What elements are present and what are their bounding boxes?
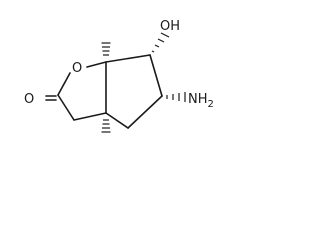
hydroxyl-label: OH: [160, 19, 180, 34]
hashed-bond-amino: [166, 92, 186, 102]
amino-label: NH2: [188, 92, 214, 110]
ring-oxygen-label: O: [72, 61, 82, 76]
bond-carbinol-aminocarbon: [149, 54, 163, 97]
bond-bridgehead-carbinol: [105, 54, 151, 63]
bond-ring-oxygen-carbonyl-carbon: [57, 72, 71, 96]
bond-ring-oxygen-bridgehead: [86, 61, 107, 68]
hashed-bond-lower-bridgehead-h: [101, 119, 111, 133]
bond-ch2-lower-bridgehead-2: [105, 112, 129, 129]
amino-label-main: NH: [188, 92, 208, 107]
bicyclic-lactone-structure: O O OH NH2: [24, 19, 214, 133]
carbonyl-oxygen-label: O: [24, 92, 34, 107]
bond-ch2-lower-bridgehead: [73, 112, 107, 121]
bond-carbonyl-carbon-ch2: [57, 94, 75, 121]
amino-label-subscript: 2: [208, 99, 214, 110]
hashed-bond-top-bridgehead-h: [101, 42, 111, 56]
hashed-bond-hydroxyl: [151, 32, 170, 53]
bond-aminocarbon-ch2: [127, 95, 163, 129]
